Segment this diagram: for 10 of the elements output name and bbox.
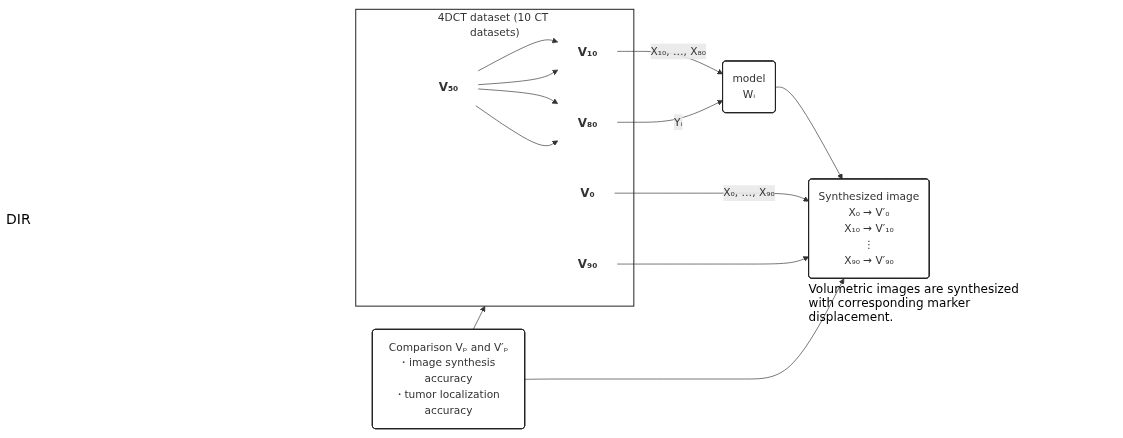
- node-text: V₀: [580, 186, 595, 201]
- node-text: V₁₀: [577, 44, 598, 59]
- edge-label: X₁₀, …, X₈₀: [650, 44, 706, 58]
- note-text: Volumetric images are synthesized with corresponding marker displacement.: [808, 282, 1020, 325]
- node-text: V₈₀: [577, 115, 598, 130]
- node-text: V₅₀: [438, 79, 459, 94]
- text-label: DIR: [6, 211, 32, 227]
- edge-label: Yᵢ: [674, 115, 683, 129]
- edge-label: X₀, …, X₉₀: [723, 186, 775, 200]
- node-text: V₉₀: [577, 257, 598, 272]
